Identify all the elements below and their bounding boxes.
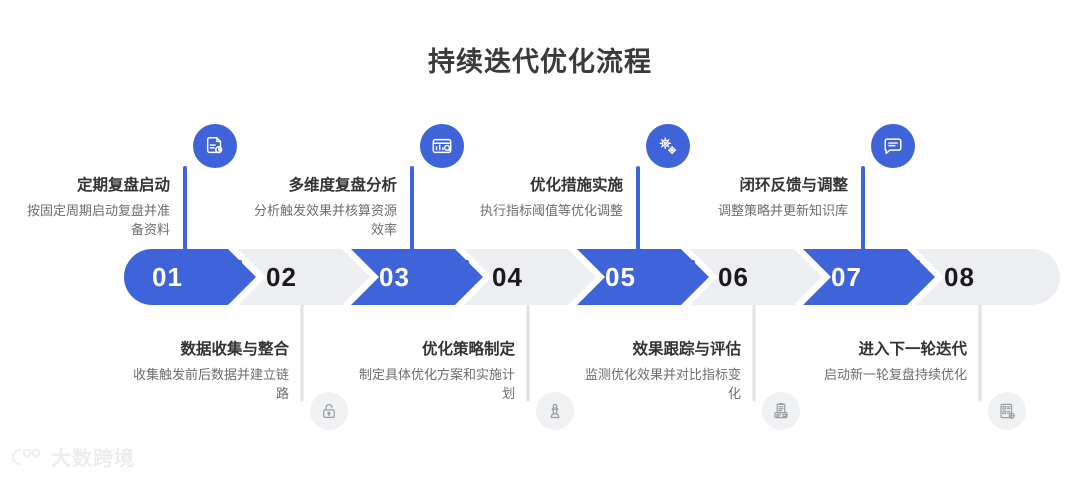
step-description: 监测优化效果并对比指标变化 — [585, 366, 742, 402]
segment-shape — [577, 249, 709, 305]
step-text-08: 进入下一轮迭代 启动新一轮复盘持续优化 — [811, 340, 967, 384]
server-icon — [998, 402, 1016, 420]
step-text-05: 优化措施实施 执行指标阈值等优化调整 — [473, 176, 623, 220]
step-number: 04 — [492, 261, 523, 292]
step-heading: 优化措施实施 — [529, 177, 623, 194]
step-icon-05[interactable] — [646, 124, 690, 168]
step-description: 执行指标阈值等优化调整 — [479, 202, 623, 218]
speech-bubble-icon — [882, 135, 904, 157]
step-heading: 数据收集与整合 — [180, 341, 289, 358]
segment-shape — [916, 249, 1060, 305]
step-text-06: 效果跟踪与评估 监测优化效果并对比指标变化 — [585, 340, 741, 404]
step-number: 01 — [152, 261, 183, 292]
step-segment-02[interactable]: 02 — [238, 249, 370, 305]
step-segment-07[interactable]: 07 — [803, 249, 935, 305]
document-icon — [204, 135, 226, 157]
step-icon-03[interactable] — [420, 124, 464, 168]
step-heading: 多维度复盘分析 — [288, 177, 397, 194]
lock-icon — [320, 402, 338, 420]
segment-shape — [690, 249, 822, 305]
step-number: 06 — [718, 261, 749, 292]
step-icon-02[interactable] — [310, 392, 348, 430]
page-title: 持续迭代优化流程 — [428, 47, 652, 77]
step-description: 按固定周期启动复盘并准备资料 — [26, 202, 170, 238]
step-description: 调整策略并更新知识库 — [717, 202, 848, 218]
segment-shape — [464, 249, 596, 305]
watermark: 大数跨境 — [10, 442, 135, 471]
step-text-04: 优化策略制定 制定具体优化方案和实施计划 — [359, 340, 515, 404]
step-description: 启动新一轮复盘持续优化 — [823, 366, 967, 382]
step-number: 07 — [831, 261, 862, 292]
step-segment-05[interactable]: 05 — [577, 249, 709, 305]
step-heading: 优化策略制定 — [421, 341, 515, 358]
step-segment-01[interactable]: 01 — [124, 249, 256, 305]
step-icon-01[interactable] — [193, 124, 237, 168]
step-text-03: 多维度复盘分析 分析触发效果并核算资源效率 — [247, 176, 397, 240]
step-segment-08[interactable]: 08 — [916, 249, 1060, 305]
step-description: 制定具体优化方案和实施计划 — [359, 366, 516, 402]
step-icon-06[interactable] — [762, 392, 800, 430]
watermark-text: 大数跨境 — [51, 448, 135, 470]
segment-shape — [238, 249, 370, 305]
step-icon-04[interactable] — [536, 392, 574, 430]
step-heading: 定期复盘启动 — [76, 177, 170, 194]
step-segment-04[interactable]: 04 — [464, 249, 596, 305]
step-heading: 效果跟踪与评估 — [632, 341, 741, 358]
step-text-02: 数据收集与整合 收集触发前后数据并建立链路 — [133, 340, 289, 404]
step-text-01: 定期复盘启动 按固定周期启动复盘并准备资料 — [20, 176, 170, 240]
step-description: 收集触发前后数据并建立链路 — [133, 366, 290, 402]
step-text-07: 闭环反馈与调整 调整策略并更新知识库 — [698, 176, 848, 220]
step-heading: 闭环反馈与调整 — [739, 177, 848, 194]
step-number: 08 — [944, 261, 975, 292]
brand-logo-icon — [10, 446, 44, 468]
step-number-bar: 01 02 03 04 — [124, 249, 1060, 305]
step-number: 02 — [266, 261, 297, 292]
analytics-card-icon — [431, 135, 453, 157]
gears-icon — [657, 135, 679, 157]
clipboard-printer-icon — [772, 402, 790, 420]
segment-shape — [124, 249, 256, 305]
step-number: 05 — [605, 261, 636, 292]
chess-piece-icon — [546, 402, 564, 420]
step-number: 03 — [379, 261, 410, 292]
step-heading: 进入下一轮迭代 — [858, 341, 967, 358]
step-segment-06[interactable]: 06 — [690, 249, 822, 305]
step-icon-07[interactable] — [871, 124, 915, 168]
step-description: 分析触发效果并核算资源效率 — [253, 202, 397, 238]
segment-shape — [803, 249, 935, 305]
step-segment-03[interactable]: 03 — [351, 249, 483, 305]
segment-shape — [351, 249, 483, 305]
step-icon-08[interactable] — [988, 392, 1026, 430]
